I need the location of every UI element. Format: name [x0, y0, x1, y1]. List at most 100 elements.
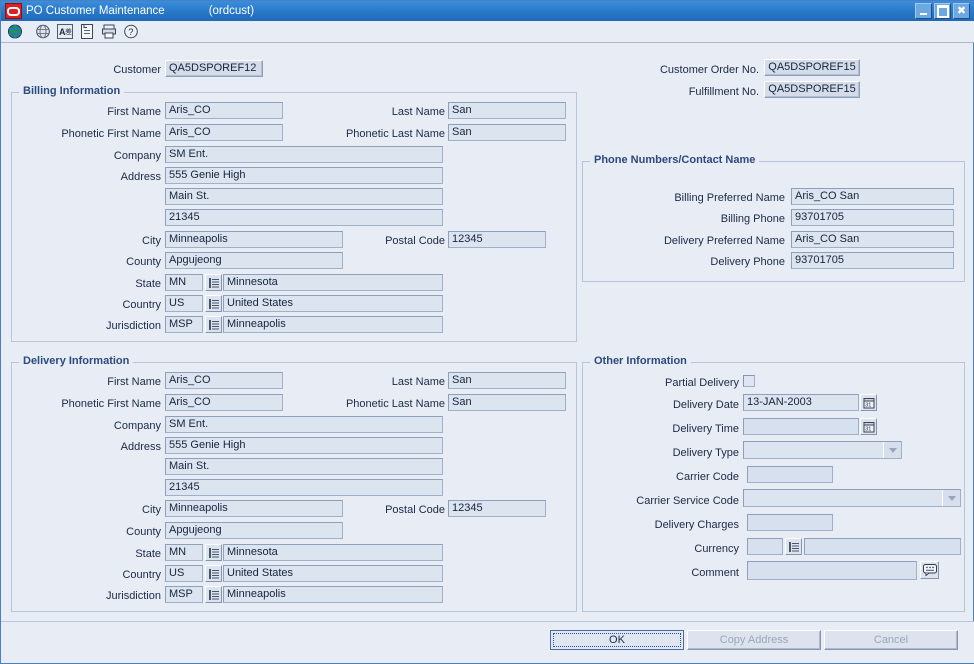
billing-phonetic-first-name-field[interactable]: Aris_CO [165, 124, 283, 141]
fulfillment-no-label: Fulfillment No. [688, 86, 759, 98]
delivery-company-field[interactable]: SM Ent. [165, 416, 443, 433]
billing-company-field[interactable]: SM Ent. [165, 146, 443, 163]
chevron-down-icon[interactable] [883, 442, 901, 458]
delivery-address-line2-field[interactable]: Main St. [165, 458, 443, 475]
billing-phonetic-first-name-label: Phonetic First Name [61, 128, 161, 140]
copy-document-icon[interactable] [76, 22, 97, 42]
delivery-phone-field[interactable]: 93701705 [791, 252, 954, 269]
delivery-charges-field[interactable] [747, 514, 833, 531]
delivery-address-line3-field[interactable]: 21345 [165, 479, 443, 496]
comment-editor-icon[interactable] [920, 561, 939, 579]
delivery-country-code-field[interactable]: US [165, 565, 203, 582]
billing-jurisdiction-lov-icon[interactable] [205, 316, 222, 333]
svg-text:?: ? [128, 27, 133, 38]
delivery-last-name-field[interactable]: San [448, 372, 566, 389]
maximize-icon[interactable] [934, 3, 951, 19]
billing-address-line3-field[interactable]: 21345 [165, 209, 443, 226]
svg-text:A: A [59, 27, 66, 37]
billing-preferred-name-field[interactable]: Aris_CO San [791, 188, 954, 205]
delivery-postal-code-label: Postal Code [385, 504, 445, 516]
carrier-code-field[interactable] [747, 466, 833, 483]
other-information-group: Other Information [582, 355, 965, 612]
billing-phonetic-last-name-field[interactable]: San [448, 124, 566, 141]
delivery-information-group: Delivery Information [11, 355, 577, 612]
globe-color-icon[interactable] [4, 22, 25, 42]
delivery-state-code-field[interactable]: MN [165, 544, 203, 561]
billing-postal-code-field[interactable]: 12345 [448, 231, 546, 248]
delivery-jurisdiction-lov-icon[interactable] [205, 586, 222, 603]
window-subtitle: (ordcust) [208, 5, 255, 17]
billing-state-code-field[interactable]: MN [165, 274, 203, 291]
delivery-postal-code-field[interactable]: 12345 [448, 500, 546, 517]
window-titlebar[interactable]: PO Customer Maintenance (ordcust) ✖ [1, 1, 974, 21]
minimize-icon[interactable] [915, 3, 932, 19]
delivery-phonetic-last-name-label: Phonetic Last Name [345, 398, 445, 410]
customer-field[interactable]: QA5DSPOREF12 [165, 60, 263, 77]
globe-gray-icon[interactable] [32, 22, 53, 42]
close-icon[interactable]: ✖ [953, 3, 970, 19]
billing-address-line1-field[interactable]: 555 Genie High [165, 167, 443, 184]
fulfillment-no-field[interactable]: QA5DSPOREF15 [764, 81, 860, 98]
customer-label: Customer [113, 64, 161, 76]
delivery-country-desc-field[interactable]: United States [223, 565, 443, 582]
delivery-phonetic-last-name-field[interactable]: San [448, 394, 566, 411]
billing-company-label: Company [113, 150, 161, 162]
print-icon[interactable] [98, 22, 119, 42]
phone-numbers-group: Phone Numbers/Contact Name [582, 154, 965, 282]
delivery-date-label: Delivery Date [672, 399, 739, 411]
billing-phonetic-last-name-label: Phonetic Last Name [345, 128, 445, 140]
delivery-country-label: Country [122, 569, 161, 581]
billing-phone-field[interactable]: 93701705 [791, 209, 954, 226]
currency-lov-icon[interactable] [785, 538, 802, 555]
billing-last-name-field[interactable]: San [448, 102, 566, 119]
carrier-service-code-select[interactable] [743, 489, 961, 507]
help-icon[interactable]: ? [120, 22, 141, 42]
delivery-country-lov-icon[interactable] [205, 565, 222, 582]
billing-country-label: Country [122, 299, 161, 311]
delivery-date-field[interactable]: 13-JAN-2003 [743, 394, 859, 411]
delivery-jurisdiction-desc-field[interactable]: Minneapolis [223, 586, 443, 603]
billing-jurisdiction-desc-field[interactable]: Minneapolis [223, 316, 443, 333]
delivery-phonetic-first-name-field[interactable]: Aris_CO [165, 394, 283, 411]
currency-code-field[interactable] [747, 538, 783, 555]
delivery-preferred-name-field[interactable]: Aris_CO San [791, 231, 954, 248]
billing-county-label: County [126, 256, 161, 268]
delivery-time-calendar-icon[interactable]: 31 [860, 418, 877, 435]
delivery-county-label: County [126, 526, 161, 538]
billing-state-desc-field[interactable]: Minnesota [223, 274, 443, 291]
delivery-jurisdiction-code-field[interactable]: MSP [165, 586, 203, 603]
delivery-city-field[interactable]: Minneapolis [165, 500, 343, 517]
ok-button-label: OK [553, 633, 681, 647]
delivery-type-value [744, 442, 883, 458]
chevron-down-icon[interactable] [942, 490, 960, 506]
billing-state-lov-icon[interactable] [205, 274, 222, 291]
billing-first-name-field[interactable]: Aris_CO [165, 102, 283, 119]
svg-text:31: 31 [865, 426, 871, 432]
billing-address-line2-field[interactable]: Main St. [165, 188, 443, 205]
delivery-county-field[interactable]: Apgujeong [165, 522, 343, 539]
oracle-app-icon [5, 3, 22, 19]
delivery-state-lov-icon[interactable] [205, 544, 222, 561]
partial-delivery-checkbox[interactable] [743, 375, 755, 387]
customer-order-no-field[interactable]: QA5DSPOREF15 [764, 59, 860, 76]
delivery-time-field[interactable] [743, 418, 859, 435]
translate-icon[interactable]: A 差 [54, 22, 75, 42]
delivery-type-select[interactable] [743, 441, 902, 459]
delivery-date-calendar-icon[interactable]: 31 [860, 394, 877, 411]
billing-county-field[interactable]: Apgujeong [165, 252, 343, 269]
delivery-state-desc-field[interactable]: Minnesota [223, 544, 443, 561]
delivery-address-line1-field[interactable]: 555 Genie High [165, 437, 443, 454]
ok-button[interactable]: OK [550, 630, 684, 650]
currency-desc-field[interactable] [804, 538, 961, 555]
billing-city-field[interactable]: Minneapolis [165, 231, 343, 248]
billing-country-desc-field[interactable]: United States [223, 295, 443, 312]
delivery-first-name-field[interactable]: Aris_CO [165, 372, 283, 389]
cancel-button[interactable]: Cancel [824, 630, 958, 650]
comment-field[interactable] [747, 561, 917, 580]
billing-jurisdiction-code-field[interactable]: MSP [165, 316, 203, 333]
billing-country-code-field[interactable]: US [165, 295, 203, 312]
comment-label: Comment [691, 567, 739, 579]
billing-country-lov-icon[interactable] [205, 295, 222, 312]
copy-address-button[interactable]: Copy Address [687, 630, 821, 650]
delivery-address-label: Address [120, 441, 161, 453]
